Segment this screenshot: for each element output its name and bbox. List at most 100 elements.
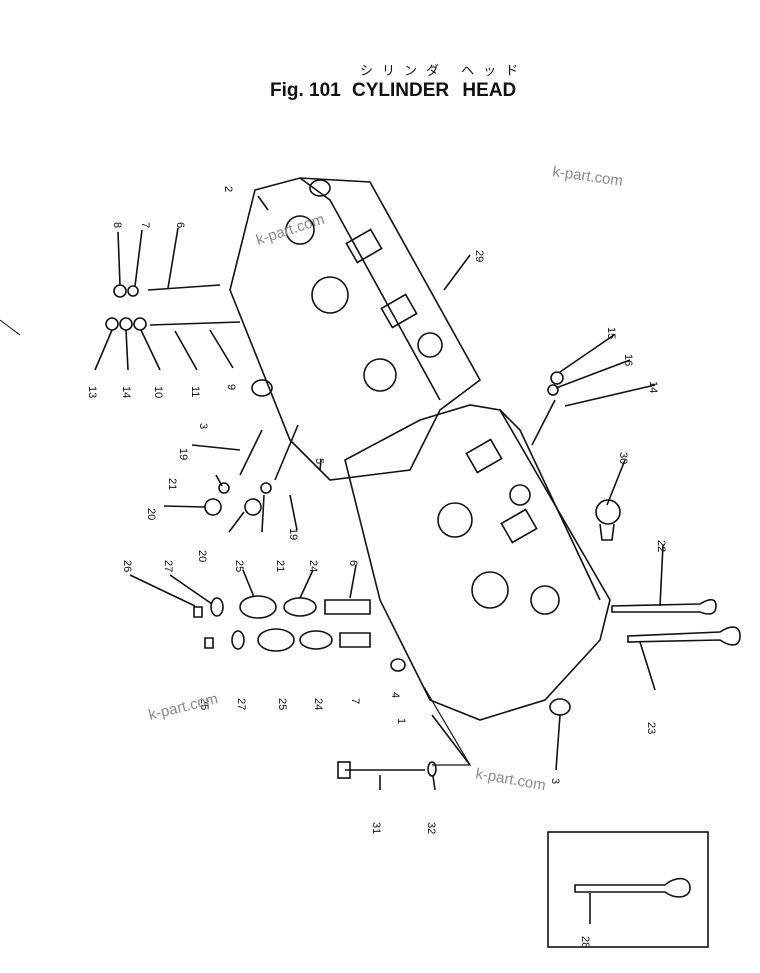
stud-8 (147, 284, 221, 291)
part-label: 24 (312, 698, 324, 710)
part-label: 3 (549, 778, 561, 784)
valve-port (363, 358, 397, 392)
part-label: 2 (222, 186, 234, 192)
part-label: 20 (196, 550, 208, 562)
washer-21b (260, 482, 272, 494)
washer-15 (119, 317, 133, 331)
part-label: 8 (111, 222, 123, 228)
nut-17 (550, 371, 564, 385)
washer-21 (218, 482, 230, 494)
washer-12 (133, 317, 147, 331)
cotter-26b (204, 637, 214, 649)
port-flange (345, 228, 383, 264)
plug-30 (595, 499, 621, 541)
part-label: 24 (307, 560, 319, 572)
part-label: 25 (276, 698, 288, 710)
valve-port (471, 571, 509, 609)
part-label: 29 (473, 250, 485, 262)
spring-24 (283, 597, 317, 617)
watermark: k-part.com (147, 690, 220, 724)
valve-28 (574, 877, 691, 898)
watermark: k-part.com (254, 211, 327, 249)
washer-18 (547, 384, 559, 396)
guide-7 (339, 632, 371, 648)
part-label: 22 (655, 540, 667, 552)
spring-25 (239, 595, 277, 619)
port-flange (380, 293, 418, 329)
cylinder-head-lower-edge (499, 409, 601, 601)
figure-title: Fig. 101 CYLINDER HEAD (270, 80, 516, 102)
valve-23 (627, 626, 741, 646)
valve-port (509, 484, 531, 506)
part-label: 20 (145, 508, 157, 520)
part-label: 16 (622, 354, 634, 366)
part-label: 32 (425, 822, 437, 834)
stud-19 (239, 429, 263, 476)
valve-port (437, 502, 473, 538)
part-label: 5 (313, 458, 325, 464)
port-flange (465, 438, 503, 474)
retainer-27b (231, 630, 245, 650)
part-label: 14 (647, 381, 659, 393)
part-label: 21 (166, 478, 178, 490)
nut-20b (244, 498, 262, 516)
part-label: 13 (86, 386, 98, 398)
part-label: 30 (617, 452, 629, 464)
part-label: 15 (605, 327, 617, 339)
guide-6 (324, 599, 371, 615)
part-label: 26 (121, 560, 133, 572)
valve-port (417, 332, 443, 358)
part-label: 25 (233, 560, 245, 572)
valve-22 (611, 598, 717, 615)
nut-14 (105, 317, 119, 331)
part-label: 19 (177, 448, 189, 460)
part-label: 19 (287, 528, 299, 540)
stud-11 (149, 321, 241, 326)
part-label: 31 (370, 822, 382, 834)
part-label: 10 (152, 386, 164, 398)
port-flange (500, 508, 538, 544)
valve-port (285, 215, 315, 245)
washer-32 (427, 761, 437, 777)
part-label: 25 (198, 698, 210, 710)
part-label: 3 (197, 423, 209, 429)
stud-19b (274, 424, 299, 481)
part-label: 27 (162, 560, 174, 572)
part-label: 11 (189, 386, 201, 397)
spring-24b (299, 630, 333, 650)
watermark: k-part.com (551, 163, 624, 190)
bolt-31-head (337, 761, 351, 779)
plug (309, 179, 331, 197)
part-label: 9 (225, 384, 237, 390)
cylinder-head-upper (229, 177, 482, 481)
part-label: 7 (349, 698, 361, 704)
cotter-26 (193, 606, 203, 618)
part-label: 27 (235, 698, 247, 710)
part-label: 7 (139, 222, 151, 228)
spring-25b (257, 628, 295, 652)
stud-16 (531, 399, 556, 446)
title-katakana: シリンダ ヘッド (360, 64, 528, 79)
part-label: 6 (347, 560, 359, 566)
part-label: 4 (389, 692, 401, 698)
plug (549, 698, 571, 716)
cylinder-head-lower (344, 404, 611, 721)
plug-4 (390, 658, 406, 672)
detail-box (547, 831, 709, 948)
washer-9 (127, 285, 139, 297)
part-label: 6 (174, 222, 186, 228)
part-label: 23 (645, 722, 657, 734)
figure-name: CYLINDER HEAD (352, 80, 517, 101)
part-label: 1 (395, 718, 407, 724)
watermark: k-part.com (474, 765, 547, 794)
part-label: 14 (120, 386, 132, 398)
nut-20 (204, 498, 222, 516)
valve-port (311, 276, 349, 314)
figure-number: Fig. 101 (270, 80, 341, 101)
nut-10 (113, 284, 127, 298)
valve-port (530, 585, 560, 615)
plug (251, 379, 273, 397)
part-label: 21 (274, 560, 286, 572)
part-label: 28 (579, 936, 591, 948)
